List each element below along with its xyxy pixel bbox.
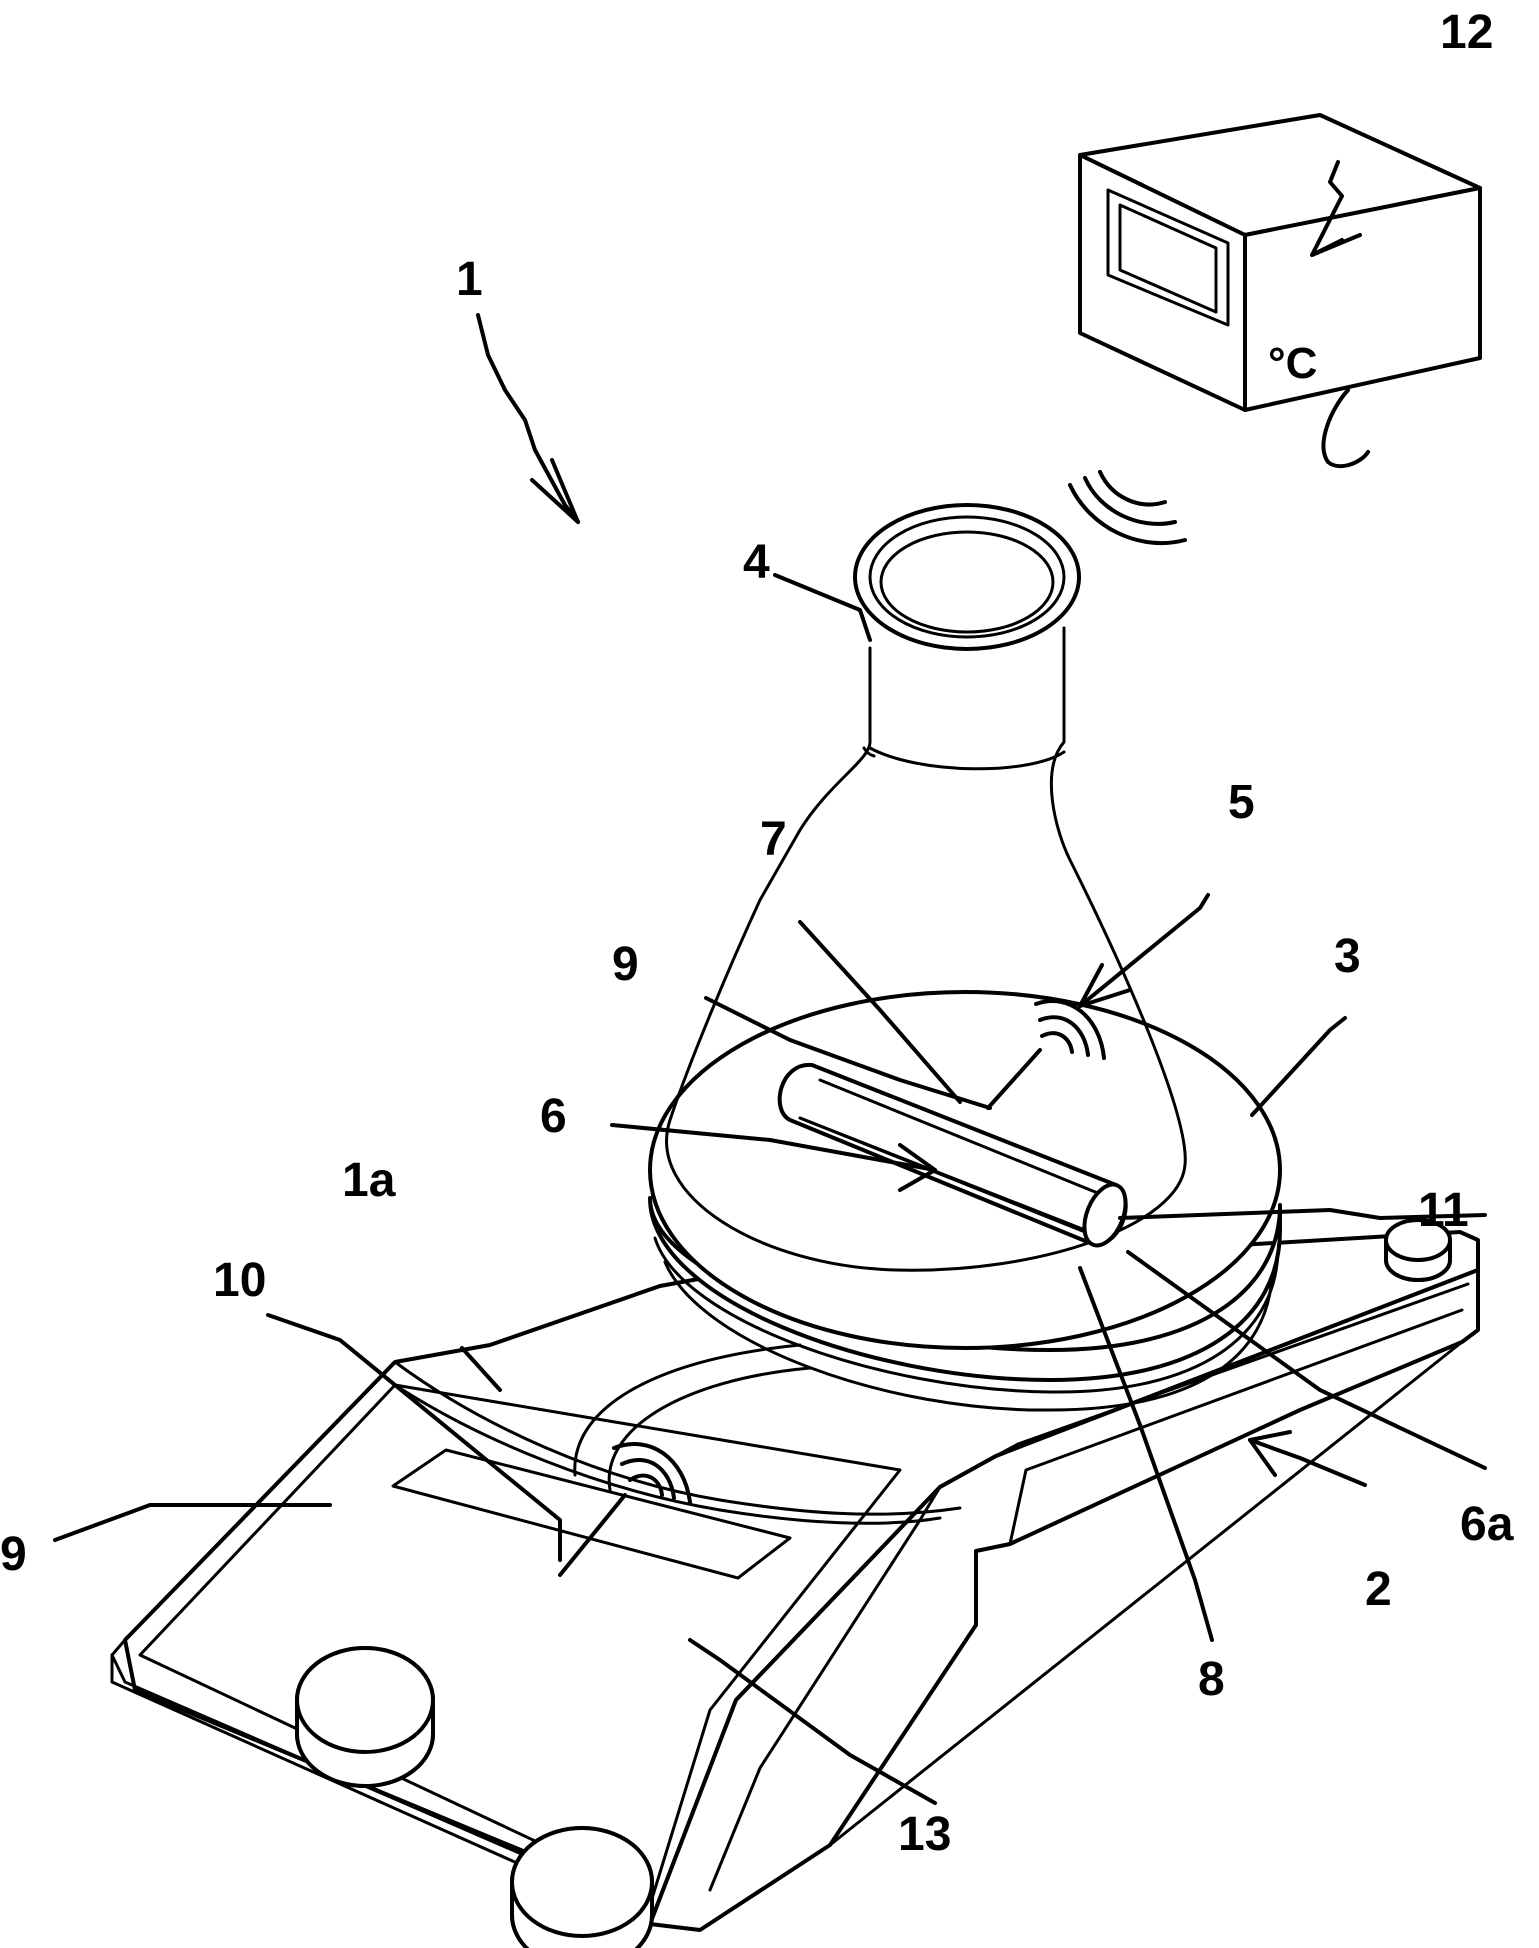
label-display-window: 13 (898, 1808, 951, 1861)
label-medium: 5 (1228, 776, 1255, 829)
label-sensor: 7 (760, 813, 787, 866)
label-base: 2 (1365, 1563, 1392, 1616)
knob-right (512, 1828, 652, 1948)
display-unit-text: °C (1268, 339, 1317, 388)
label-stir-bar-part: 6a (1460, 1498, 1514, 1551)
label-plate: 3 (1334, 930, 1361, 983)
temperature-display-device: °C (1080, 115, 1480, 466)
knob-left (297, 1648, 433, 1786)
label-wireless-top: 9 (612, 938, 639, 991)
label-wireless-left: 9 (0, 1528, 27, 1581)
label-flask: 4 (743, 536, 770, 589)
display-lead-line (1324, 390, 1368, 466)
label-capsule-end: 11 (1418, 1184, 1469, 1237)
label-device: 1 (456, 253, 483, 306)
label-display-device: 12 (1440, 6, 1493, 59)
label-element-8: 8 (1198, 1653, 1225, 1706)
label-device-part: 1a (342, 1154, 396, 1207)
label-stir-bar: 6 (540, 1090, 567, 1143)
wireless-signal-icon-display (1070, 472, 1185, 543)
label-control-unit: 10 (213, 1254, 266, 1307)
